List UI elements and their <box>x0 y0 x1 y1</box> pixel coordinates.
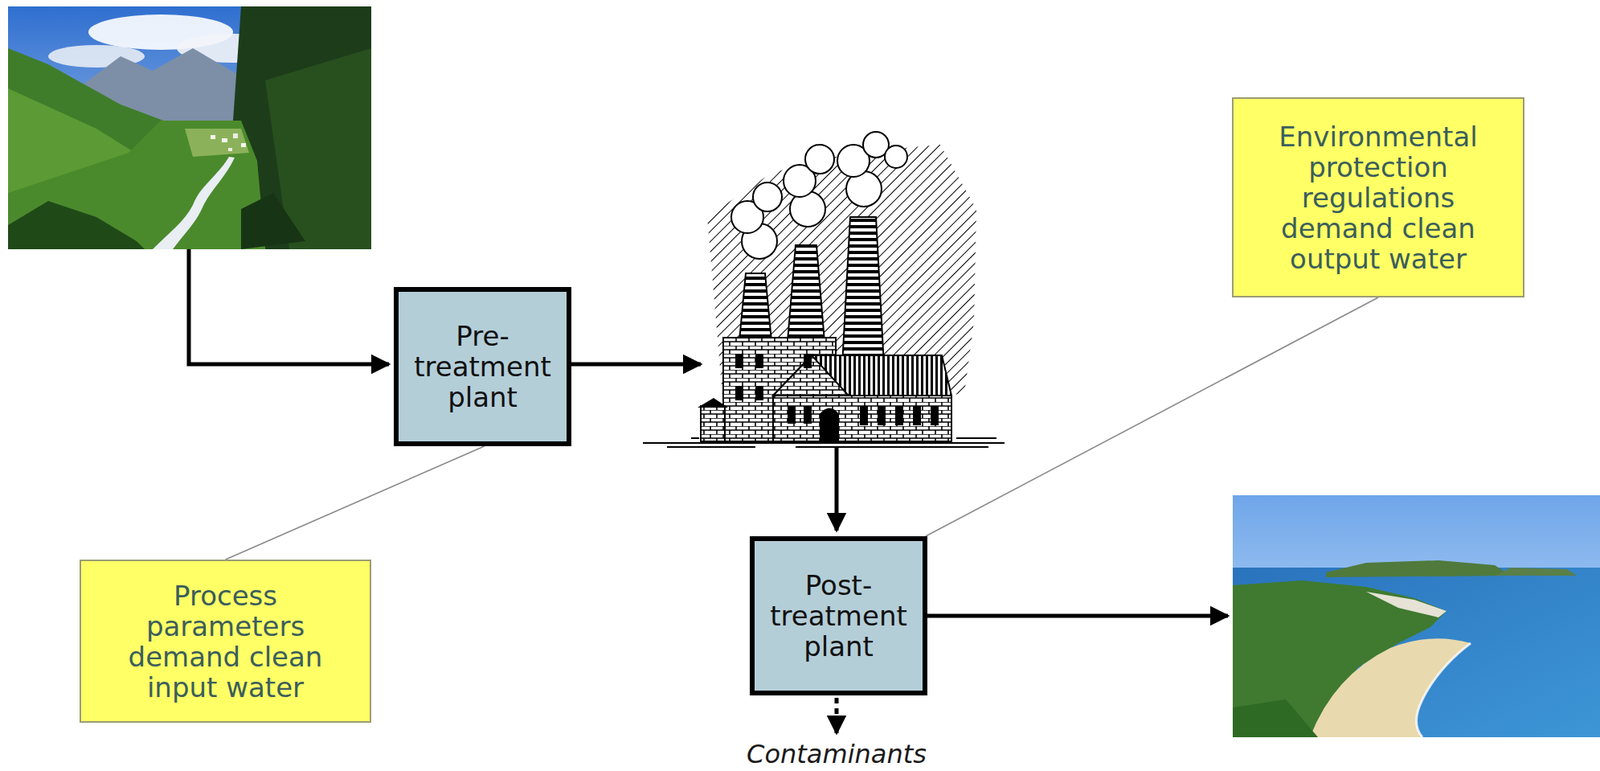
callout-note: Environmental protection regulations dem… <box>1231 97 1525 298</box>
output-label: Contaminants <box>746 739 927 769</box>
process-box: Post- treatment plant <box>749 536 928 696</box>
box-label: Post- treatment plant <box>759 569 918 662</box>
leader-line <box>925 297 1379 537</box>
process-box: Pre- treatment plant <box>393 286 572 447</box>
box-label: Pre- treatment plant <box>403 320 562 413</box>
leader-line <box>225 446 485 560</box>
coast-photo <box>1232 495 1600 737</box>
callout-note: Process parameters demand clean input wa… <box>79 559 372 723</box>
callout-text: Process parameters demand clean input wa… <box>94 580 357 703</box>
valley-photo <box>8 6 372 250</box>
factory-illustration <box>642 131 1005 447</box>
callout-text: Environmental protection regulations dem… <box>1246 121 1510 275</box>
